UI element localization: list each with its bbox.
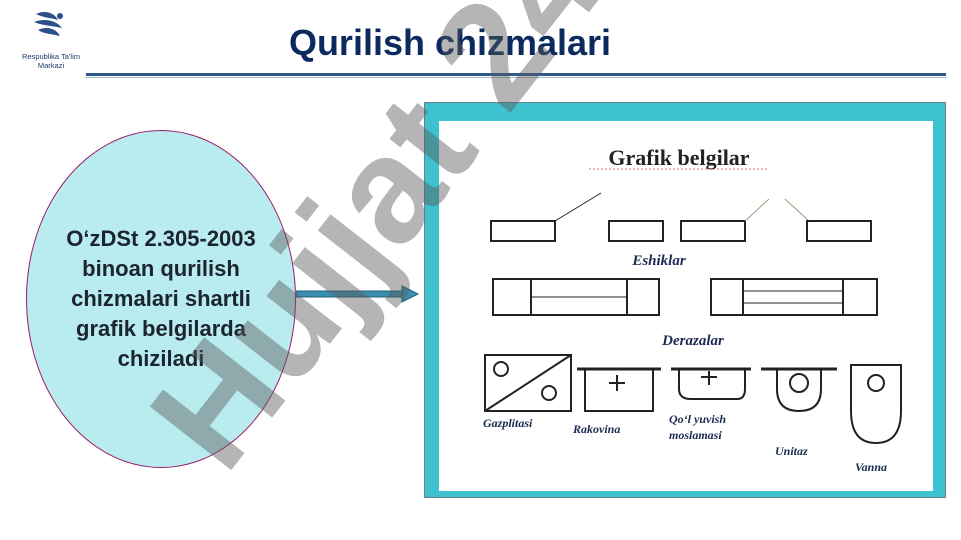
door-symbols [490,192,872,242]
toilet-symbol [761,367,837,413]
bathtub-label: Vanna [855,460,887,474]
standard-callout: O‘zDSt 2.305-2003 binoan qurilish chizma… [26,130,296,468]
title-underline [86,73,946,76]
logo-text: Respublika Ta'lim Markazi [22,52,80,70]
graphic-symbols-drawing: Grafik belgilar Eshiklar [483,145,902,474]
symbols-figure: Grafik belgilar Eshiklar [439,121,933,491]
symbols-figure-frame: Grafik belgilar Eshiklar [424,102,946,498]
doors-label: Eshiklar [631,253,686,269]
gas-stove-symbol [484,354,572,412]
bird-logo-icon [34,12,63,36]
hand-wash-label-line1: Qo‘l yuvish [669,412,726,426]
toilet-label: Unitaz [775,444,808,458]
sink-symbol [577,367,661,412]
window-symbols [492,278,878,316]
logo: Respublika Ta'lim Markazi [18,8,84,74]
page-title: Qurilish chizmalari [288,22,612,63]
hand-wash-symbol [671,367,751,400]
title-underline-thin [86,77,946,78]
windows-label: Derazalar [661,333,724,349]
figure-heading: Grafik belgilar [608,145,749,170]
gas-stove-label: Gazplitasi [483,416,533,430]
callout-text: O‘zDSt 2.305-2003 binoan qurilish chizma… [66,226,256,371]
hand-wash-label-line2: moslamasi [669,428,722,442]
bathtub-symbol [850,364,902,445]
sink-label: Rakovina [572,422,620,436]
arrow-right-icon [296,285,420,303]
